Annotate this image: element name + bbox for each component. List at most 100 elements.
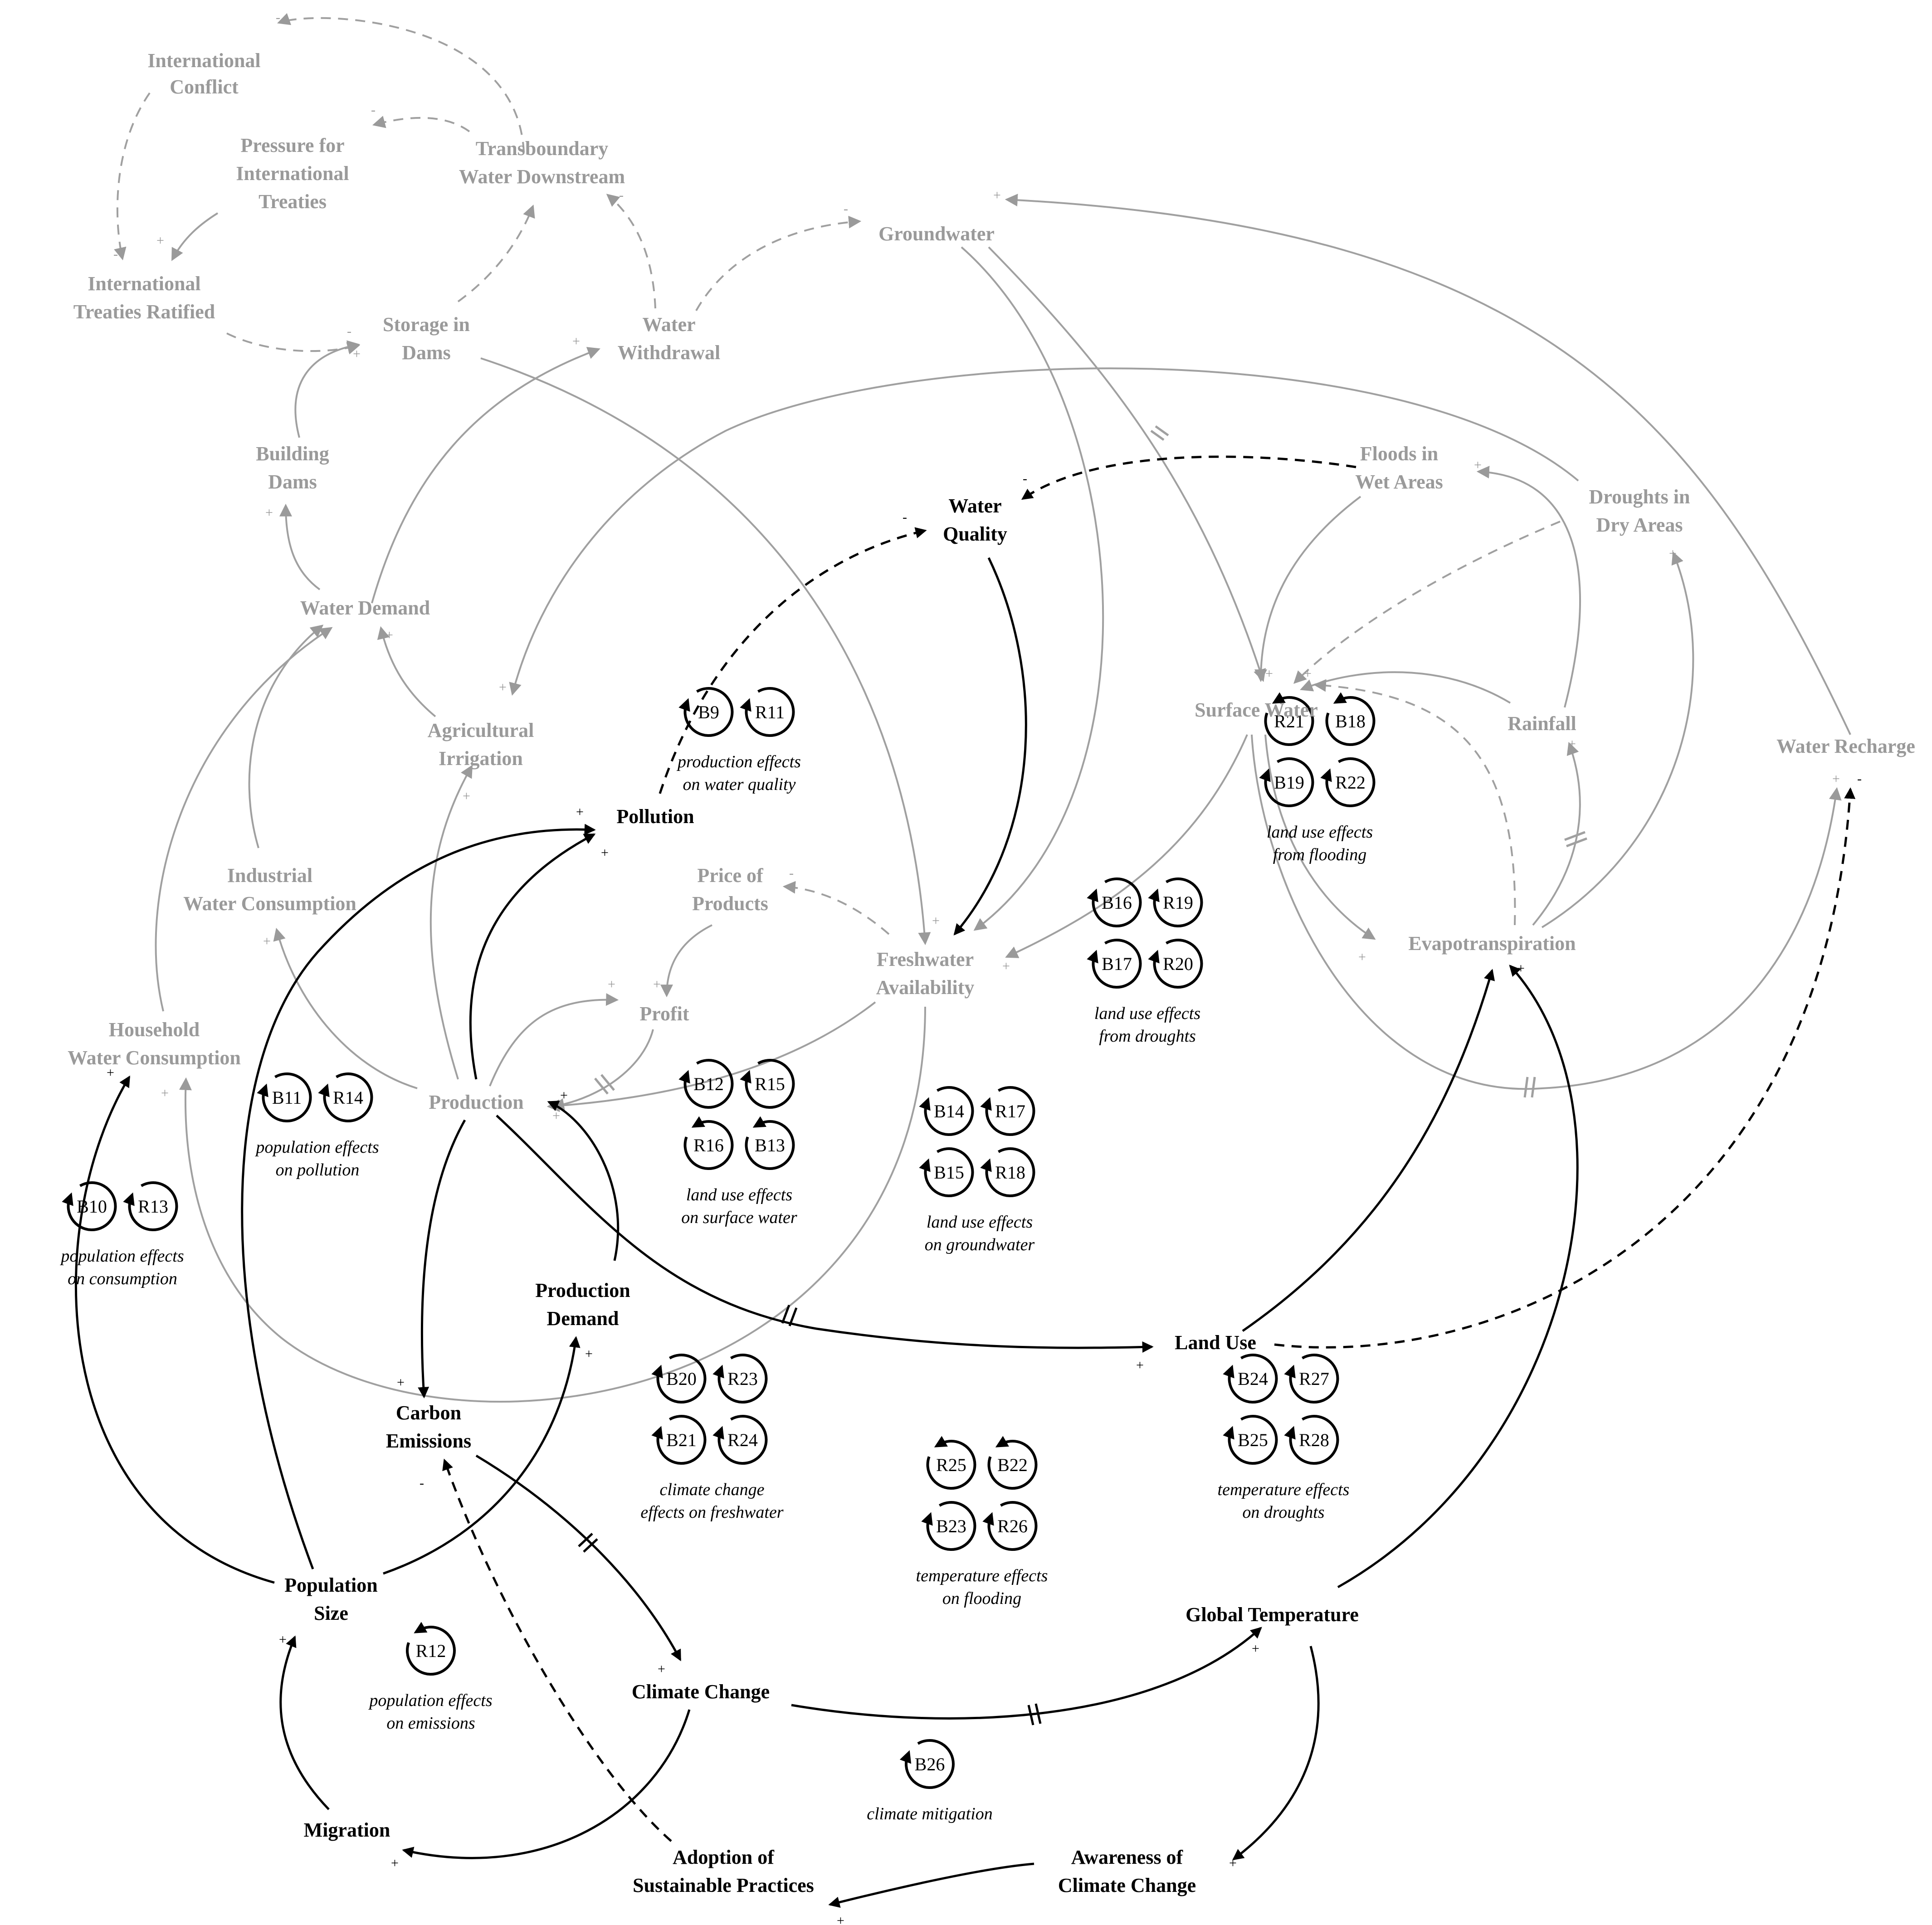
polarity-treaties-ratified-b: + <box>156 233 164 248</box>
loop-arrow-b17 <box>1087 939 1142 989</box>
loop-id-r28: R28 <box>1299 1430 1329 1450</box>
loop-arrow-b12 <box>678 1059 734 1109</box>
delay-mark-climate-temperature <box>1027 1703 1042 1725</box>
loop-arrow-b11 <box>257 1072 312 1122</box>
loop-arrow-r14 <box>318 1072 373 1122</box>
polarity-climate-change: + <box>658 1662 665 1676</box>
loop-id-b10: B10 <box>77 1196 107 1217</box>
loop-arrow-r11 <box>740 687 795 737</box>
loop-arrow-b22 <box>987 1436 1038 1490</box>
loop-id-r23: R23 <box>727 1369 758 1389</box>
delay-mark-carbon-climate <box>578 1533 598 1553</box>
link-migration-to-population <box>279 1635 330 1810</box>
loop-id-b11: B11 <box>272 1087 302 1108</box>
link-production-to-irrigation <box>429 765 473 1080</box>
link-population-to-household <box>74 1075 275 1584</box>
loop-caption: temperature effects <box>916 1566 1048 1585</box>
loop-id-b14: B14 <box>934 1101 964 1121</box>
link-building-dams-to-storage <box>294 340 361 438</box>
loop-arrow-r12 <box>406 1622 456 1676</box>
loop-arrow-b10 <box>62 1181 117 1231</box>
loop-arrow-r18 <box>980 1147 1035 1197</box>
link-withdrawal-to-transboundary <box>606 194 656 309</box>
loop-id-r18: R18 <box>995 1162 1025 1183</box>
link-treaties-ratified-to-storage <box>226 332 361 355</box>
loop-id-b19: B19 <box>1274 772 1304 793</box>
polarity-population: + <box>279 1632 287 1647</box>
loop-id-r27: R27 <box>1299 1369 1329 1389</box>
node-evapotranspiration: Evapotranspiration <box>1408 932 1576 955</box>
loop-id-b9: B9 <box>698 702 719 722</box>
loop-id-r11: R11 <box>755 702 785 722</box>
polarity-freshwater-a: + <box>932 913 940 928</box>
link-land-use-to-recharge <box>1274 787 1856 1349</box>
loop-caption: effects on freshwater <box>640 1503 783 1522</box>
link-evapo-to-droughts <box>1541 551 1694 928</box>
loop-id-r25: R25 <box>936 1455 966 1475</box>
node-land-use: Land Use <box>1175 1331 1256 1354</box>
node-profit: Profit <box>639 1003 689 1025</box>
loop-arrow-r23 <box>712 1354 768 1404</box>
polarity-evapo-b: + <box>1517 961 1525 976</box>
link-production-to-profit <box>489 993 619 1087</box>
loop-caption: land use effects <box>1267 823 1373 842</box>
node-water-recharge: Water Recharge <box>1776 735 1915 757</box>
loop-caption: on groundwater <box>925 1235 1035 1254</box>
loop-id-r22: R22 <box>1335 772 1366 793</box>
loop-id-b22: B22 <box>997 1455 1028 1475</box>
polarity-treaties-ratified-a: - <box>113 247 118 262</box>
delay-mark-evapo-rainfall <box>1564 831 1587 848</box>
link-production-to-industrial <box>273 927 418 1089</box>
node-climate-change: Climate Change <box>632 1681 770 1703</box>
link-rainfall-to-surface-water <box>1300 671 1511 704</box>
loop-caption: on droughts <box>1242 1503 1324 1522</box>
loop-id-r15: R15 <box>755 1074 785 1094</box>
loop-id-r17: R17 <box>995 1101 1025 1121</box>
polarity-irrigation-a: + <box>499 680 507 695</box>
link-floods-to-water-quality <box>1021 455 1356 500</box>
link-floods-to-surface-water <box>1254 496 1361 682</box>
loop-id-b24: B24 <box>1238 1369 1268 1389</box>
loop-arrow-b25 <box>1223 1415 1278 1465</box>
polarity-migration: + <box>391 1856 399 1871</box>
loop-id-b13: B13 <box>755 1135 785 1155</box>
loop-caption: on emissions <box>386 1714 475 1733</box>
polarity-recharge-b: - <box>1857 771 1862 786</box>
link-global-temp-to-evapo <box>1337 965 1579 1589</box>
loop-id-b21: B21 <box>666 1430 697 1450</box>
polarity-water-demand-b: + <box>385 628 393 643</box>
delay-marks <box>578 425 1587 1725</box>
link-pressure-to-treaties-ratified <box>171 212 219 261</box>
loop-caption: temperature effects <box>1218 1480 1350 1499</box>
link-water-quality-to-freshwater <box>953 557 1027 936</box>
delay-mark-groundwater-surface <box>1150 425 1169 441</box>
loop-id-b20: B20 <box>666 1369 697 1389</box>
loop-id-r14: R14 <box>333 1087 363 1108</box>
loop-arrow-r19 <box>1148 877 1203 927</box>
link-freshwater-to-household <box>179 1006 926 1403</box>
polarity-production-b: + <box>552 1108 560 1123</box>
polarity-carbon-a: + <box>397 1375 405 1390</box>
loop-arrow-b19 <box>1259 757 1314 807</box>
loop-caption: climate mitigation <box>867 1804 993 1823</box>
loop-arrow-r26 <box>982 1501 1038 1551</box>
loop-arrow-r25 <box>926 1436 976 1490</box>
link-droughts-to-surface-water <box>1293 521 1561 684</box>
loop-id-r24: R24 <box>727 1430 758 1450</box>
polarity-profit-a: + <box>608 977 615 992</box>
